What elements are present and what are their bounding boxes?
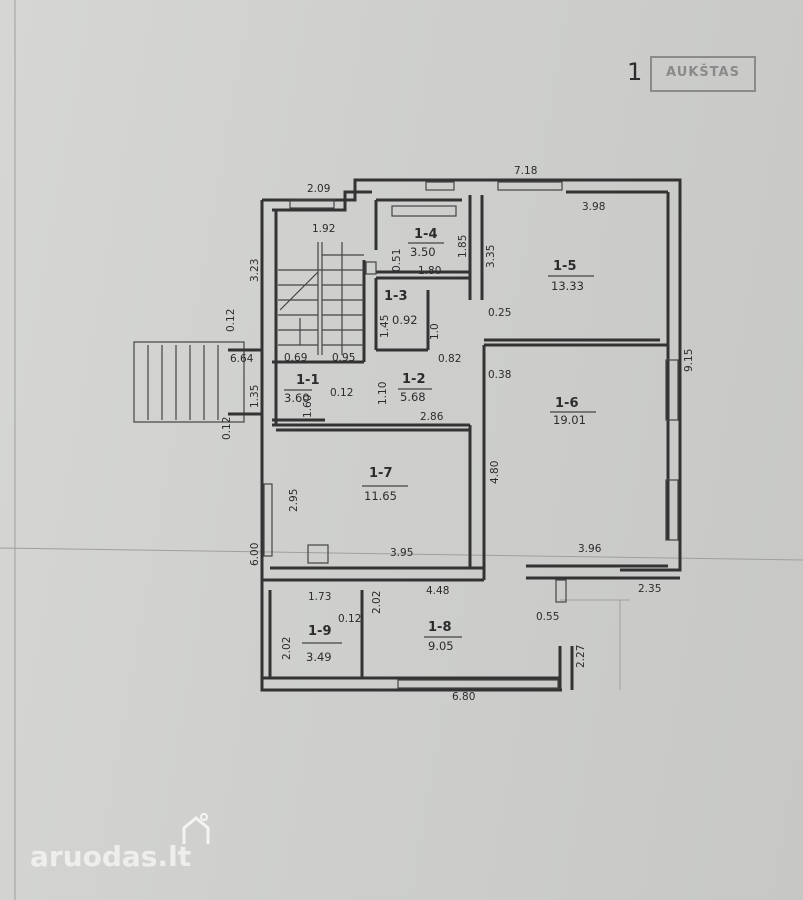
- dim-label: 0.12: [225, 309, 237, 332]
- room-area-1-8: 9.05: [428, 639, 454, 653]
- dim-label: 1.60: [302, 395, 314, 418]
- dim-label: 1.35: [249, 385, 261, 408]
- floor-stamp: AUKŠTAS: [650, 56, 756, 92]
- dim-label: 1.80: [418, 265, 441, 277]
- dim-label: 0.55: [536, 611, 559, 623]
- room-id-1-4: 1-4: [414, 227, 438, 242]
- room-area-1-7: 11.65: [364, 489, 397, 503]
- dim-label: 1.45: [379, 315, 391, 338]
- room-id-1-1: 1-1: [296, 373, 320, 388]
- dim-label: 2.86: [420, 411, 444, 423]
- room-labels: 1-1 3.60 1-2 5.68 1-3 0.92 1-4 3.50 1-5 …: [284, 227, 596, 664]
- room-area-1-5: 13.33: [551, 279, 584, 293]
- room-area-1-4: 3.50: [410, 245, 436, 259]
- dim-label: 0.82: [438, 353, 461, 365]
- dim-label: 0.12: [221, 417, 233, 440]
- dim-label: 0.12: [330, 387, 353, 399]
- dim-label: 0.69: [284, 352, 307, 364]
- room-id-1-9: 1-9: [308, 624, 332, 639]
- inner-walls: [268, 195, 668, 678]
- windows: [263, 181, 679, 689]
- dim-label: 0.38: [488, 369, 511, 381]
- dim-label: 6.64: [230, 353, 254, 365]
- room-id-1-6: 1-6: [555, 396, 579, 411]
- dim-label: 9.15: [683, 349, 695, 372]
- room-area-1-3: 0.92: [392, 313, 418, 327]
- room-area-1-6: 19.01: [553, 413, 586, 427]
- room-id-1-2: 1-2: [402, 372, 426, 387]
- dim-label: 6.00: [249, 543, 261, 566]
- dimension-labels: 2.09 7.18 1.92 3.23 1.85 3.35 0.51 1.80 …: [221, 165, 695, 703]
- room-id-1-8: 1-8: [428, 620, 452, 635]
- dim-label: 3.23: [249, 259, 261, 282]
- dim-label: 3.98: [582, 201, 605, 213]
- floor-number: 1: [627, 58, 643, 86]
- dim-label: 2.35: [638, 583, 661, 595]
- dim-label: 1.85: [457, 235, 469, 258]
- dim-label: 1.92: [312, 223, 335, 235]
- room-id-1-3: 1-3: [384, 289, 408, 304]
- dim-label: 1.73: [308, 591, 331, 603]
- fixtures: [307, 261, 567, 603]
- dim-label: 0.51: [391, 249, 403, 272]
- dim-label: 3.95: [390, 547, 413, 559]
- dim-label: 3.35: [485, 245, 497, 268]
- dim-label: 2.09: [307, 183, 330, 195]
- dim-label: 0.25: [488, 307, 511, 319]
- room-area-1-9: 3.49: [306, 650, 332, 664]
- dim-label: 0.95: [332, 352, 355, 364]
- room-id-1-5: 1-5: [553, 259, 577, 274]
- dim-label: 4.80: [489, 461, 501, 484]
- dim-label: 2.02: [371, 591, 383, 614]
- dim-label: 7.18: [514, 165, 537, 177]
- staircase: [278, 242, 364, 355]
- entrance-steps: [133, 341, 262, 423]
- dim-label: 6.80: [452, 691, 475, 703]
- dim-label: 3.96: [578, 543, 602, 555]
- watermark-text: aruodas.lt: [30, 840, 192, 873]
- dim-label: 1.0: [429, 323, 441, 340]
- room-area-1-2: 5.68: [400, 390, 426, 404]
- dim-label: 4.48: [426, 585, 449, 597]
- room-area-1-1: 3.60: [284, 391, 310, 405]
- dim-label: 0.12: [338, 613, 361, 625]
- dim-label: 1.10: [377, 382, 389, 405]
- dim-label: 2.02: [281, 637, 293, 660]
- house-logo-icon: [182, 813, 210, 844]
- dim-label: 2.95: [288, 489, 300, 512]
- room-id-1-7: 1-7: [369, 466, 393, 481]
- dim-label: 2.27: [575, 645, 587, 668]
